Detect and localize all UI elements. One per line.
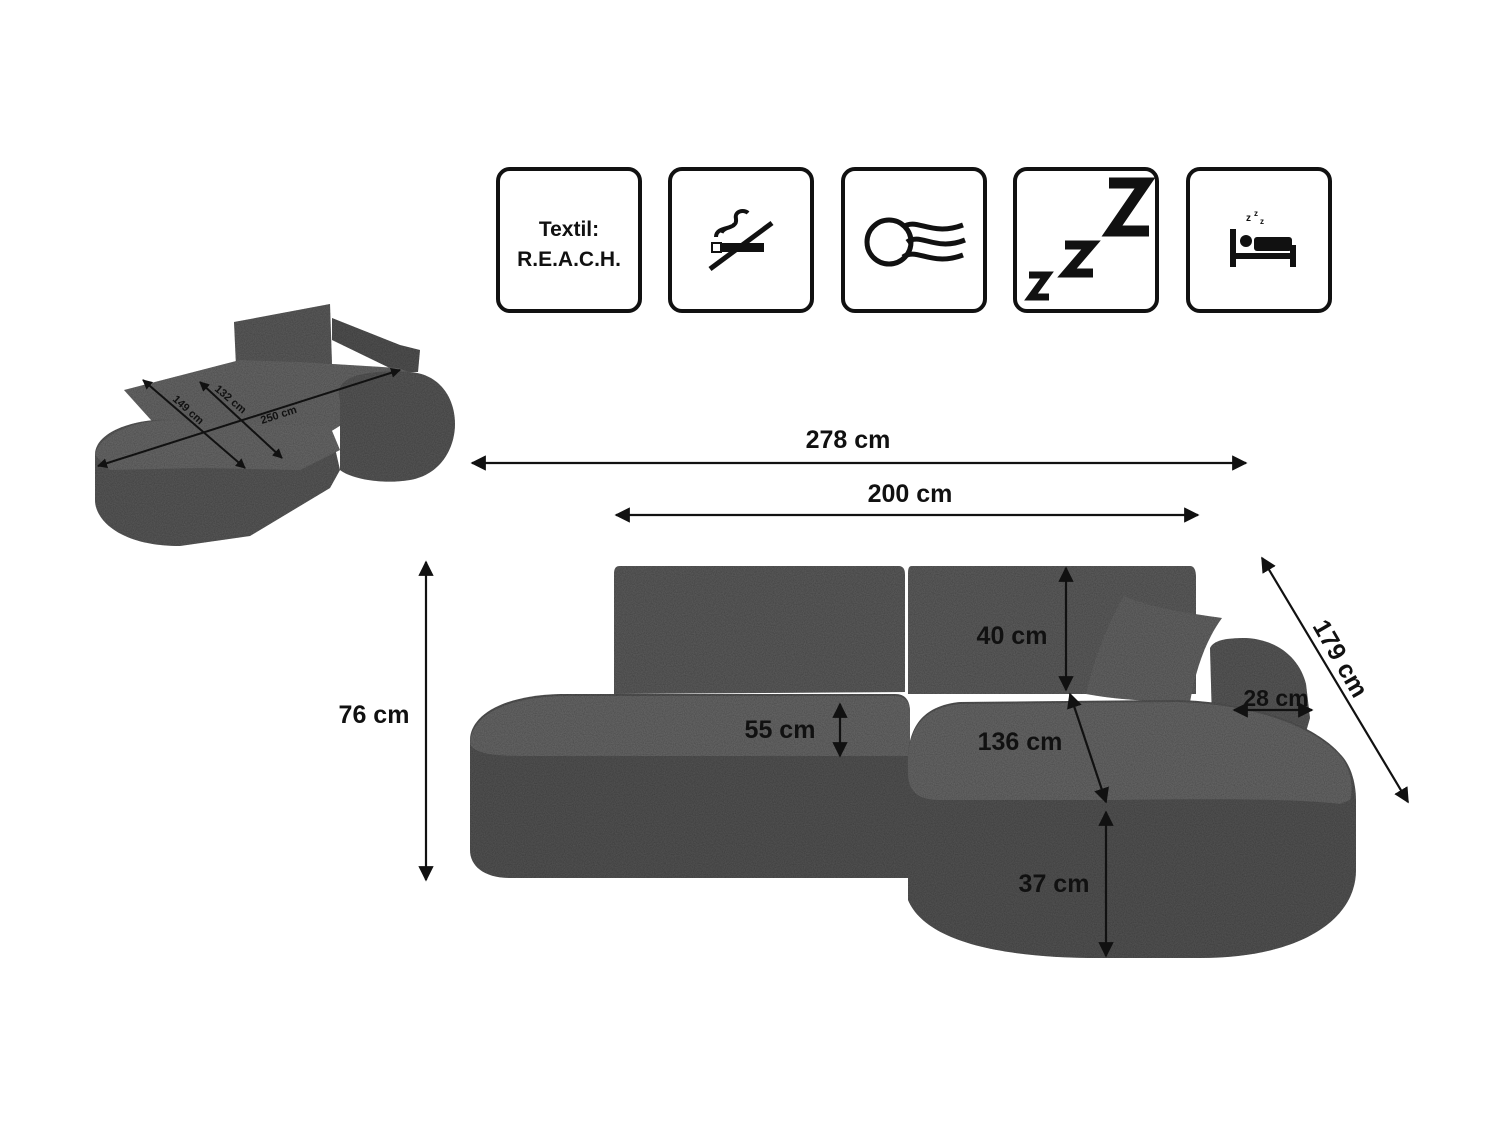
bed-back-panel — [234, 304, 332, 366]
chaise-top — [907, 702, 1352, 804]
svg-text:z: z — [1260, 217, 1264, 226]
seat-width-label: 200 cm — [868, 480, 953, 508]
chaise-length-line — [1067, 692, 1109, 804]
bed-function-icon: z z z — [1186, 167, 1332, 313]
left-seat-top — [470, 696, 910, 756]
overall-width-label: 278 cm — [806, 426, 891, 454]
no-smoking-icon — [668, 167, 814, 313]
svg-text:z: z — [1246, 213, 1251, 224]
total-depth-line — [1261, 556, 1409, 804]
sleep-zzz-icon — [1013, 167, 1159, 313]
back-cushion-height-label: 40 cm — [977, 622, 1048, 650]
throw-pillow — [1086, 596, 1222, 702]
textil-label: Textil: — [538, 218, 600, 241]
bed-side-arm — [332, 318, 420, 372]
seat-height-label: 55 cm — [745, 716, 816, 744]
left-back-cushion — [614, 566, 905, 694]
textil-standard: R.E.A.C.H. — [517, 248, 621, 271]
feature-icons-row: Textil: R.E.A.C.H. — [0, 0, 1500, 330]
textile-reach-icon: Textil: R.E.A.C.H. — [496, 167, 642, 313]
textil-label-block: Textil: R.E.A.C.H. — [500, 215, 638, 275]
sofa-main-view — [470, 566, 1356, 958]
base-height-label: 37 cm — [1019, 870, 1090, 898]
chaise-length-label: 136 cm — [978, 728, 1063, 756]
bed-chaise-end — [338, 371, 455, 482]
bed-mode-view — [95, 304, 455, 546]
total-height-label: 76 cm — [339, 701, 410, 729]
breathable-foam-icon — [841, 167, 987, 313]
armrest-width-label: 28 cm — [1243, 685, 1308, 711]
svg-text:z: z — [1254, 209, 1258, 218]
